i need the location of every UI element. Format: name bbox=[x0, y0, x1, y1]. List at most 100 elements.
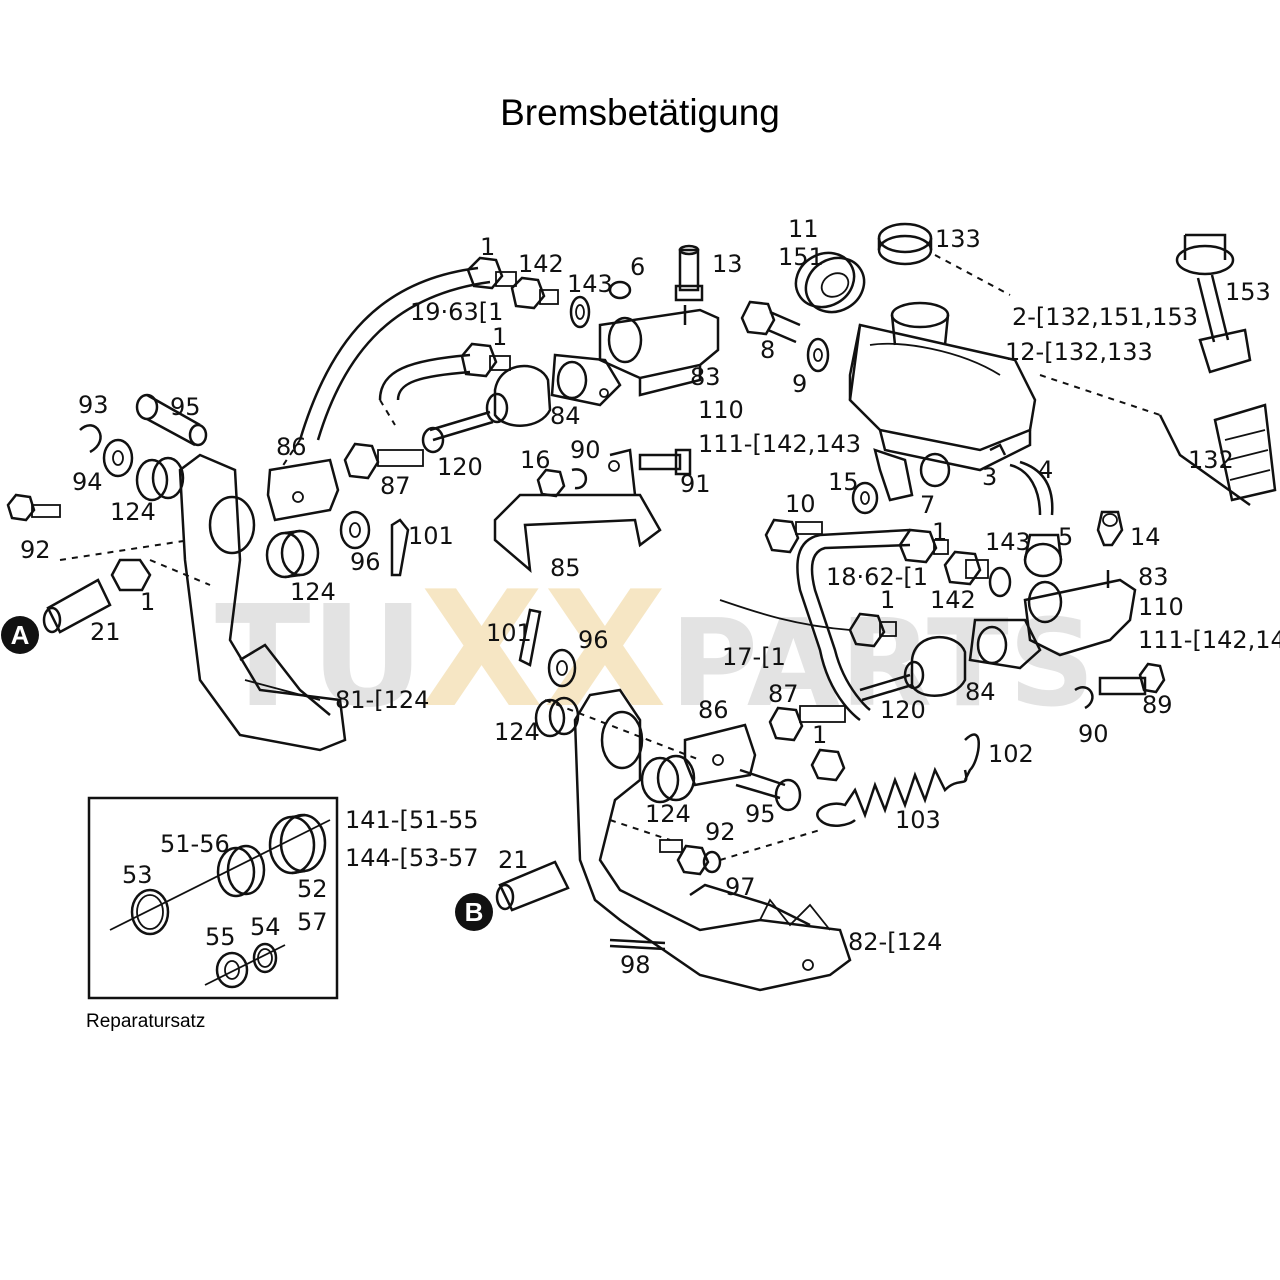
callout-143: 143 bbox=[985, 528, 1031, 556]
callout-11: 11 bbox=[788, 215, 819, 243]
callout-89: 89 bbox=[1142, 691, 1173, 719]
fitting-142-top bbox=[510, 276, 559, 310]
bolt-92-left bbox=[6, 493, 61, 522]
bushing-124-upper-left bbox=[135, 456, 185, 502]
spring-103 bbox=[816, 766, 968, 827]
callout-54: 54 bbox=[250, 913, 281, 941]
callout-96: 96 bbox=[350, 548, 381, 576]
callout-90: 90 bbox=[570, 436, 601, 464]
callout-5: 5 bbox=[1058, 523, 1073, 551]
pedal-82 bbox=[573, 688, 852, 992]
callout-153: 153 bbox=[1225, 278, 1271, 306]
fitting-142-right bbox=[943, 550, 989, 586]
callout-1: 1 bbox=[480, 233, 495, 261]
callout-132: 132 bbox=[1188, 446, 1234, 474]
ring-55 bbox=[215, 951, 249, 989]
watermark-left: TU bbox=[215, 576, 424, 739]
callout-95: 95 bbox=[170, 393, 201, 421]
callout-14: 14 bbox=[1130, 523, 1161, 551]
washer-90-top bbox=[571, 468, 588, 490]
callout-111: 111-[142,143 bbox=[698, 430, 861, 458]
callout-12: 12-[132,133 bbox=[1005, 338, 1153, 366]
callout-101: 101 bbox=[408, 522, 454, 550]
callout-142: 142 bbox=[518, 250, 564, 278]
bushing-124-right bbox=[640, 754, 696, 804]
nut-1-right bbox=[810, 748, 846, 782]
pushrod-120-right bbox=[859, 673, 913, 702]
callout-84: 84 bbox=[550, 402, 581, 430]
callout-102: 102 bbox=[988, 740, 1034, 768]
callout-124: 124 bbox=[645, 800, 691, 828]
sleeve-21-left bbox=[42, 578, 112, 634]
callout-19-63: 19·63[1 bbox=[410, 298, 503, 326]
fitting-1-mid bbox=[460, 342, 511, 378]
callout-93: 93 bbox=[78, 391, 109, 419]
pin-102 bbox=[963, 733, 980, 781]
callout-8: 8 bbox=[760, 336, 775, 364]
callout-94: 94 bbox=[72, 468, 103, 496]
sleeve-21-right bbox=[495, 860, 570, 912]
pedal-axis-right bbox=[544, 699, 821, 861]
clamp-3 bbox=[989, 443, 1007, 456]
bleeder-13 bbox=[674, 244, 704, 302]
callout-9: 9 bbox=[792, 370, 807, 398]
clevis-86-left bbox=[266, 458, 340, 522]
repair-kit-box bbox=[87, 796, 339, 1000]
spring-pin-98 bbox=[609, 938, 666, 951]
callout-1: 1 bbox=[880, 586, 895, 614]
callout-141: 141-[51-55 bbox=[345, 806, 479, 834]
cap-6 bbox=[608, 280, 632, 300]
boot-84-right bbox=[903, 636, 967, 697]
nut-1-left bbox=[110, 558, 152, 592]
callout-83: 83 bbox=[690, 363, 721, 391]
pushrod-120-left bbox=[429, 410, 494, 442]
callout-13: 13 bbox=[712, 250, 743, 278]
marker-b: B bbox=[455, 893, 493, 931]
callout-82: 82-[124 bbox=[848, 928, 942, 956]
callout-16: 16 bbox=[520, 446, 551, 474]
callout-92: 92 bbox=[705, 818, 736, 846]
callout-87: 87 bbox=[380, 472, 411, 500]
bolt-89 bbox=[1098, 662, 1166, 696]
hose-4 bbox=[1009, 460, 1054, 516]
callout-10: 10 bbox=[785, 490, 816, 518]
washer-9 bbox=[806, 337, 830, 373]
callout-21: 21 bbox=[498, 846, 529, 874]
callout-98: 98 bbox=[620, 951, 651, 979]
marker-b-label: B bbox=[465, 897, 484, 927]
callout-92: 92 bbox=[20, 536, 51, 564]
flange-84-left bbox=[550, 353, 622, 407]
bleeder-14 bbox=[1096, 510, 1124, 547]
callout-86: 86 bbox=[276, 433, 307, 461]
callout-1: 1 bbox=[812, 721, 827, 749]
nut-87-right bbox=[768, 705, 846, 742]
callout-124: 124 bbox=[494, 718, 540, 746]
callout-144: 144-[53-57 bbox=[345, 844, 479, 872]
callout-124: 124 bbox=[290, 578, 336, 606]
reservoir bbox=[848, 301, 1037, 472]
clevis-86-right bbox=[683, 723, 757, 787]
bushing-124-left bbox=[265, 529, 320, 579]
reservoir-links bbox=[934, 254, 1251, 507]
callout-95: 95 bbox=[745, 800, 776, 828]
callout-51-56: 51-56 bbox=[160, 830, 230, 858]
ring-53 bbox=[130, 888, 170, 936]
seal-51 bbox=[216, 844, 266, 898]
repair-kit-caption: Reparatursatz bbox=[86, 1011, 206, 1032]
callout-21: 21 bbox=[90, 618, 121, 646]
upper-brake-line bbox=[279, 266, 491, 471]
filler-153 bbox=[1175, 233, 1252, 374]
callout-57: 57 bbox=[297, 908, 328, 936]
strainer-132 bbox=[1213, 403, 1277, 502]
washer-143-right bbox=[988, 566, 1012, 598]
shaft-95-left bbox=[135, 393, 208, 447]
callout-111: 111-[142,143 bbox=[1138, 626, 1280, 654]
callout-1: 1 bbox=[932, 518, 947, 546]
callout-91: 91 bbox=[680, 470, 711, 498]
pin-101-left bbox=[390, 518, 410, 577]
callout-1: 1 bbox=[140, 588, 155, 616]
callout-81: 81-[124 bbox=[335, 686, 429, 714]
seal-5 bbox=[1023, 533, 1063, 578]
pin-101-right bbox=[518, 608, 542, 667]
